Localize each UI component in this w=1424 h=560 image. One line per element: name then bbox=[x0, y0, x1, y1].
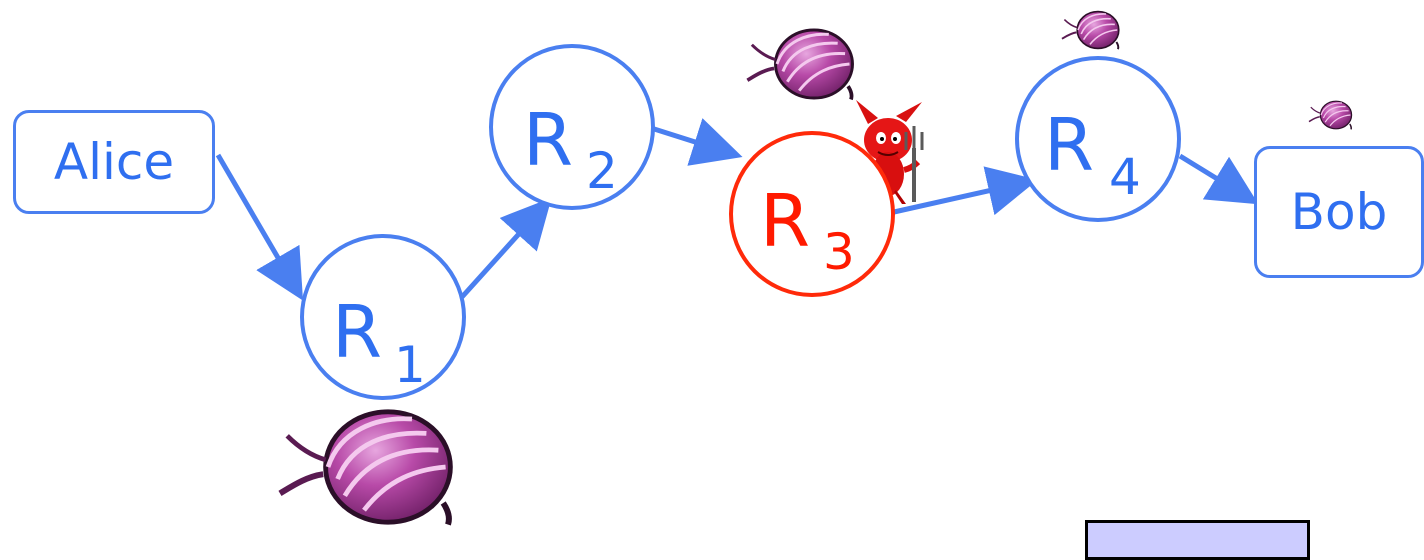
arrows bbox=[215, 118, 1259, 301]
bob-label: Bob bbox=[1290, 183, 1388, 241]
onion-icon bbox=[280, 412, 450, 525]
onion-icon bbox=[1060, 10, 1120, 51]
onion-icon bbox=[745, 28, 855, 102]
alice-label: Alice bbox=[53, 133, 175, 191]
relay-r2: R 2 bbox=[489, 44, 655, 210]
arrow-r3-r4 bbox=[893, 166, 1038, 216]
arrow-r1-r2 bbox=[460, 197, 552, 299]
bob-node: Bob bbox=[1254, 146, 1424, 278]
onion-icon bbox=[1308, 100, 1353, 131]
relay-letter: R bbox=[760, 179, 811, 263]
onion-routing-diagram bbox=[215, 10, 1353, 536]
relay-index: 4 bbox=[1109, 148, 1141, 206]
relay-index: 2 bbox=[586, 142, 618, 200]
relay-letter: R bbox=[523, 98, 574, 182]
alice-node: Alice bbox=[13, 110, 215, 214]
arrow-r4-bob bbox=[1178, 153, 1259, 205]
arrow-r2-r3 bbox=[650, 118, 743, 166]
relay-index: 3 bbox=[823, 223, 855, 281]
relay-letter: R bbox=[1044, 103, 1095, 187]
shaded-box bbox=[1085, 520, 1310, 560]
relay-r1: R 1 bbox=[300, 234, 466, 400]
relay-letter: R bbox=[332, 290, 383, 374]
relay-r4: R 4 bbox=[1015, 56, 1181, 222]
arrow-alice-r1 bbox=[215, 153, 304, 301]
relay-r3: R 3 bbox=[729, 131, 895, 297]
relay-index: 1 bbox=[394, 336, 426, 394]
